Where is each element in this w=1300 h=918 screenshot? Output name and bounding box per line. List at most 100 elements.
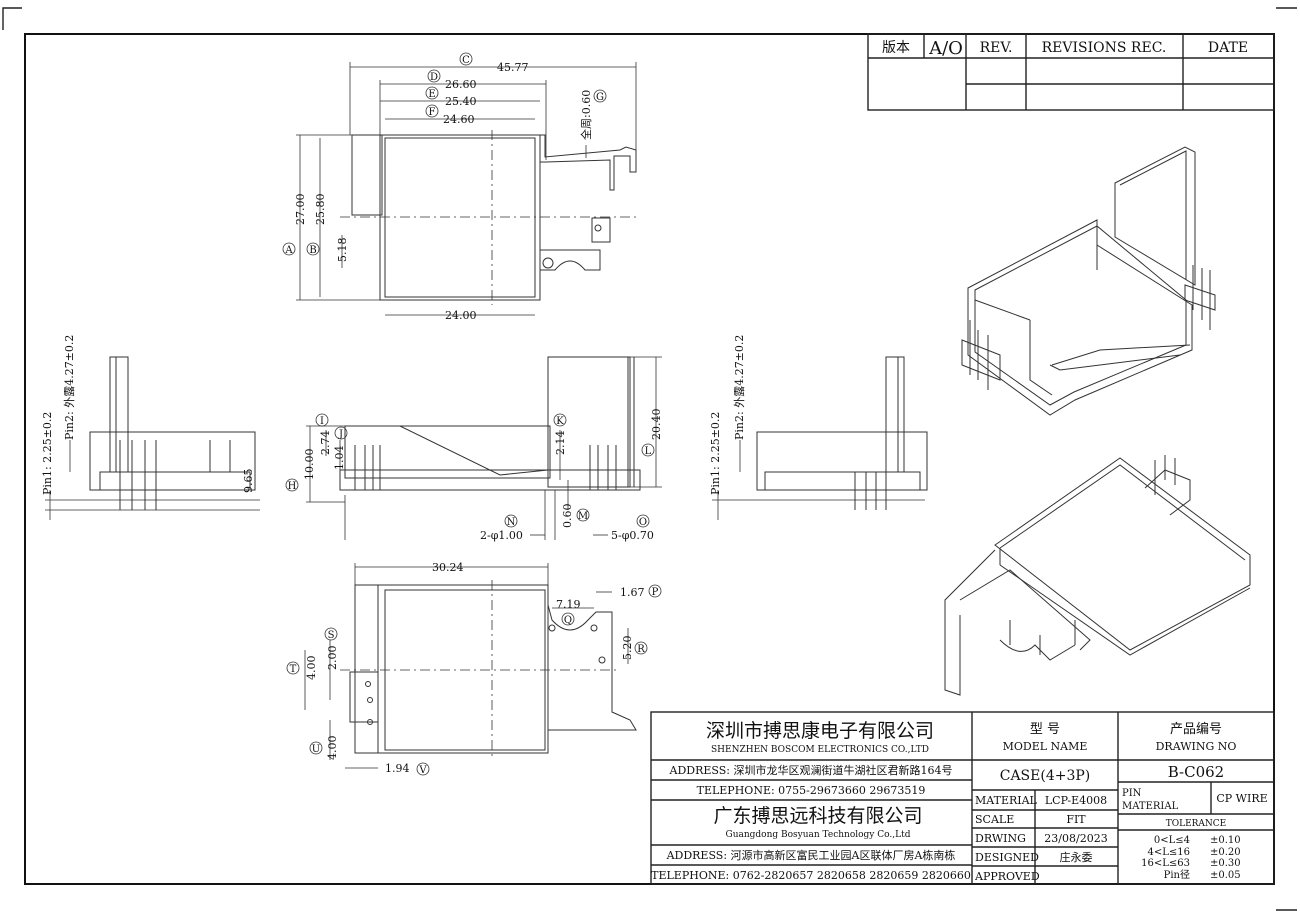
scale-label: SCALE [975,813,1014,826]
callout-o: O [639,517,647,528]
callout-t: T [290,664,297,675]
dim-wall-thickness: 全周:0.60 [579,90,593,140]
callout-g: G [596,92,604,103]
tol-range-2: 4<L≤16 [1148,847,1191,858]
callout-l: L [645,446,652,457]
callout-k: K [556,416,564,427]
callout-u: U [312,744,320,755]
dim-400b: 4.00 [326,736,339,761]
callout-s: S [328,630,335,641]
company1-en: SHENZHEN BOSCOM ELECTRONICS CO.,LTD [711,745,929,755]
tol-value-4: ±0.05 [1210,870,1241,881]
title-block: 深圳市搏思康电子有限公司 SHENZHEN BOSCOM ELECTRONICS… [650,711,1275,885]
material-value: LCP-E4008 [1045,794,1107,807]
isometric-view-upper [961,146,1216,416]
callout-v: V [418,765,427,776]
pin2-spec-left: Pin2: 外露4.27±0.2 [63,335,76,440]
pin2-spec-right: Pin2: 外露4.27±0.2 [733,335,746,440]
front-view: 20.40 10.00 2.74 1.04 2.14 0.60 2-φ1.00 … [303,356,663,542]
drawing-value: B-C062 [1168,763,1224,781]
dim-total-h: 10.00 [303,449,316,481]
dim-167: 1.67 [620,586,645,599]
address1: ADDRESS: 深圳市龙华区观澜街道牛湖社区君新路164号 [669,763,953,777]
callout-letters: C D E F G A B I J H K L M N O P Q R S T … [282,52,662,776]
dim-pin-dia-n: 2-φ1.00 [480,529,523,542]
dim-200: 2.00 [326,646,339,671]
dim-overall-width: 45.77 [497,61,529,74]
dim-width-d: 26.60 [445,78,477,91]
version-label: 版本 [882,40,910,56]
tol-range-3: 16<L≤63 [1141,858,1190,869]
callout-f: F [429,107,436,118]
dim-m: 0.60 [561,504,574,529]
company2-cn: 广东搏思远科技有限公司 [713,805,922,827]
sheet-border [2,7,1297,911]
top-view-dimensions: 45.77 26.60 25.40 24.60 全周:0.60 27.00 25… [294,61,637,322]
callout-a: A [284,245,293,256]
dim-bottom-width: 24.00 [445,309,477,322]
telephone2: TELEPHONE: 0762-2820657 2820658 2820659 … [651,869,971,882]
designed-label: DESIGNED [975,851,1039,864]
callout-i: I [320,416,324,427]
company1-cn: 深圳市搏思康电子有限公司 [706,720,934,742]
rev-header: REV. [980,40,1013,56]
dim-height-a: 27.00 [294,194,307,226]
designed-by: 庄永委 [1060,850,1093,864]
callout-m: M [578,511,588,522]
left-side-view: Pin1: 2.25±0.2 Pin2: 外露4.27±0.2 9.65 [41,335,260,520]
dim-j: 1.04 [333,446,346,471]
callout-e: E [428,89,435,100]
pin1-spec-left: Pin1: 2.25±0.2 [41,412,54,495]
model-value: CASE(4+3P) [1000,768,1091,784]
dim-bottom-len: 30.24 [432,561,464,574]
revisions-header: REVISIONS REC. [1042,40,1167,56]
tol-value-3: ±0.30 [1210,858,1241,869]
version-value: A/O [928,38,963,59]
dim-pin-dia-o: 5-φ0.70 [611,529,654,542]
company2-en: Guangdong Bosyuan Technology Co.,Ltd [726,830,911,840]
isometric-view-lower [944,455,1251,696]
dim-i: 2.74 [319,431,332,456]
pin1-spec-right: Pin1: 2.25±0.2 [709,412,722,495]
callout-h: H [288,481,297,492]
model-label-cn: 型 号 [1030,722,1060,737]
right-side-view: Pin1: 2.25±0.2 Pin2: 外露4.27±0.2 [709,335,928,520]
address2: ADDRESS: 河源市高新区富民工业园A区联体厂房A栋南栋 [666,848,956,862]
tol-range-4: Pin径 [1164,868,1190,881]
dim-965: 9.65 [242,469,255,494]
bottom-view: 30.24 7.19 1.67 5.20 4.00 2.00 4.00 1.94 [304,561,645,775]
tolerance-label: TOLERANCE [1166,819,1227,829]
dim-719: 7.19 [556,598,581,611]
dim-width-f: 24.60 [443,113,475,126]
callout-n: N [507,517,516,528]
date-header: DATE [1208,40,1248,56]
dim-height-b: 25.80 [314,194,327,226]
tol-value-2: ±0.20 [1210,847,1241,858]
pin-material-value: CP WIRE [1216,792,1267,805]
drawing-label-en: DRAWING NO [1156,740,1237,753]
revision-block: 版本 A/O REV. REVISIONS REC. DATE [867,33,1275,111]
callout-q: Q [564,615,572,626]
callout-b: B [309,245,316,256]
callout-p: P [652,587,659,598]
drawing-date-label: DRWING [975,832,1026,845]
callout-c: C [462,55,470,66]
top-view [340,130,640,305]
telephone1: TELEPHONE: 0755-29673660 29673519 [697,784,926,797]
drawing-date: 23/08/2023 [1044,832,1107,845]
dim-k: 2.14 [554,431,567,456]
dim-side-height: 20.40 [650,409,663,441]
callout-r: R [637,644,645,655]
tol-value-1: ±0.10 [1210,835,1241,846]
approved-label: APPROVED [974,870,1040,883]
dim-pin-offset: 5.18 [336,238,349,263]
callout-j: J [338,429,343,440]
dim-400a: 4.00 [305,656,318,681]
callout-d: D [430,72,438,83]
dim-194: 1.94 [385,762,410,775]
drawing-label-cn: 产品编号 [1170,722,1222,737]
material-label: MATERIAL [975,794,1038,807]
dim-520: 5.20 [621,636,634,661]
